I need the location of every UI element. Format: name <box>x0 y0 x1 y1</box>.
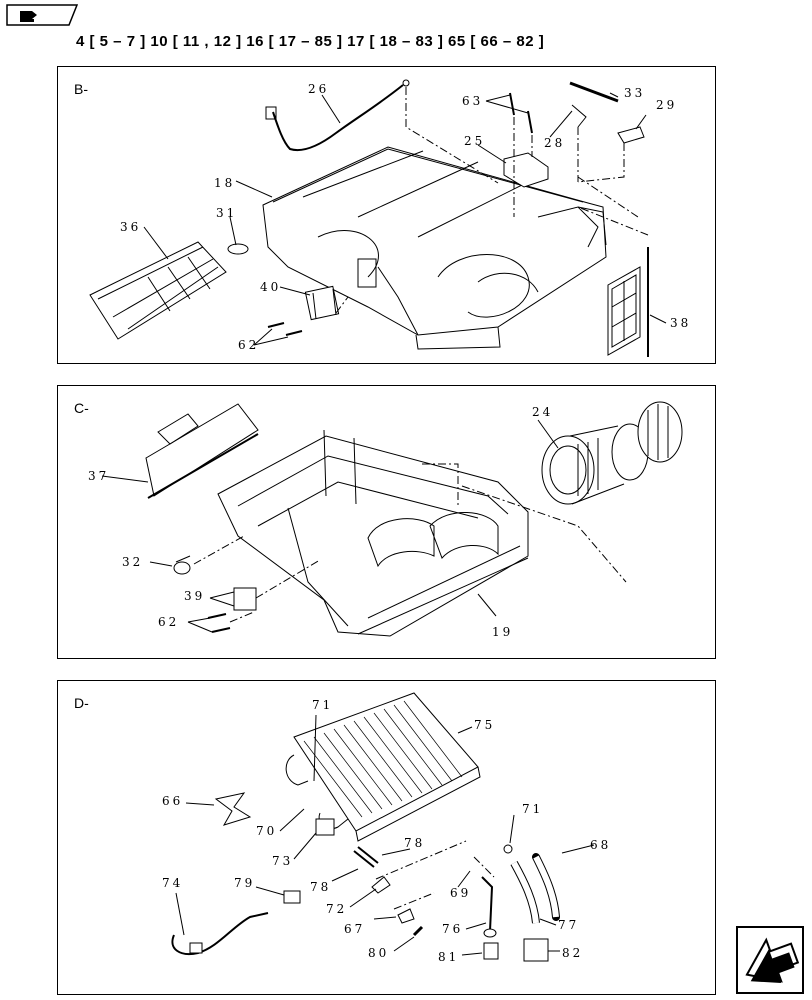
callout-81: 81 <box>438 950 459 964</box>
callout-19: 19 <box>492 625 513 639</box>
callout-25: 25 <box>464 134 485 148</box>
callout-78-upper: 78 <box>404 836 425 850</box>
callout-71-right: 71 <box>522 802 543 816</box>
panel-label-b: B- <box>74 81 88 97</box>
panel-label-d: D- <box>74 695 89 711</box>
callout-33: 33 <box>624 86 645 100</box>
callout-76: 76 <box>442 922 463 936</box>
callout-40: 40 <box>260 280 281 294</box>
callout-39: 39 <box>184 589 205 603</box>
diagram-panel-d: D- <box>57 680 716 995</box>
diagram-panel-b: B- <box>57 66 716 364</box>
diagram-panel-c: C- <box>57 385 716 659</box>
panel-c-drawing: 24 37 32 39 62 19 <box>88 401 683 639</box>
callout-78-lower: 78 <box>310 880 331 894</box>
callout-77: 77 <box>558 918 579 932</box>
callout-68: 68 <box>590 838 611 852</box>
callout-66: 66 <box>162 794 183 808</box>
page-nav-icon <box>6 4 79 26</box>
callout-63: 63 <box>462 94 483 108</box>
next-page-arrow-icon <box>736 926 804 994</box>
page-nav-tab[interactable] <box>6 4 79 26</box>
callout-29: 29 <box>656 98 677 112</box>
callout-28: 28 <box>544 136 565 150</box>
panel-d-drawing: 71 75 66 70 73 71 68 78 78 74 79 72 69 7… <box>162 692 611 964</box>
callout-38: 38 <box>670 316 691 330</box>
callout-73: 73 <box>272 854 293 868</box>
callout-37: 37 <box>88 469 109 483</box>
callout-82: 82 <box>562 946 583 960</box>
callout-32: 32 <box>122 555 143 569</box>
callout-75: 75 <box>474 718 495 732</box>
callout-31: 31 <box>216 206 237 220</box>
callout-80: 80 <box>368 946 389 960</box>
panel-label-c: C- <box>74 400 89 416</box>
callout-69: 69 <box>450 886 471 900</box>
callout-71-top: 71 <box>312 698 333 712</box>
callout-79: 79 <box>234 876 255 890</box>
callout-26: 26 <box>308 82 329 96</box>
index-reference-header: 4 [ 5 – 7 ] 10 [ 11 , 12 ] 16 [ 17 – 85 … <box>76 33 545 50</box>
callout-72: 72 <box>326 902 347 916</box>
callout-62-c: 62 <box>158 615 179 629</box>
panel-b-drawing: 26 33 63 28 29 25 18 31 36 40 62 38 <box>89 79 691 357</box>
callout-36: 36 <box>120 220 141 234</box>
callout-74: 74 <box>162 876 183 890</box>
callout-70: 70 <box>256 824 277 838</box>
callout-62: 62 <box>238 338 259 352</box>
callout-24: 24 <box>532 405 553 419</box>
callout-18: 18 <box>214 176 235 190</box>
next-page-button[interactable] <box>736 926 804 994</box>
callout-67: 67 <box>344 922 365 936</box>
